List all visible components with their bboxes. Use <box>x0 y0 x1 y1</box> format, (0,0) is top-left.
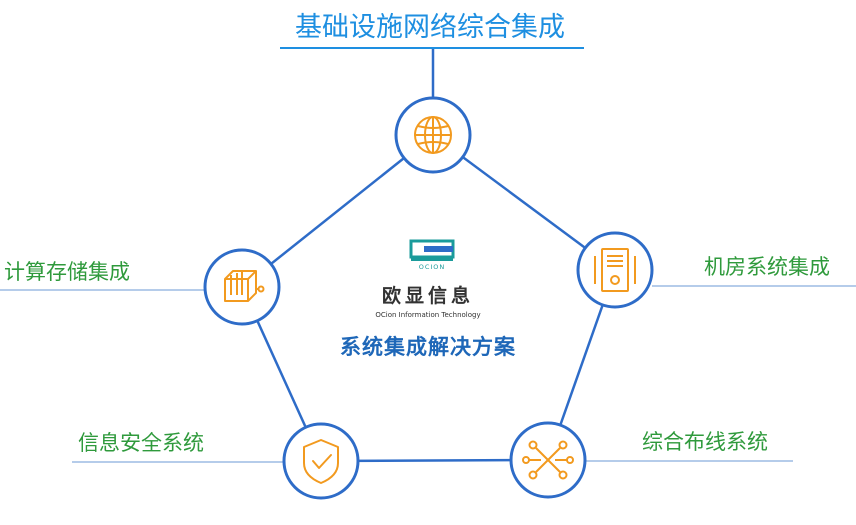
solution-title: 系统集成解决方案 <box>340 335 516 359</box>
brand-name-en: OCion Information Technology <box>375 311 481 319</box>
node-right <box>576 231 654 309</box>
datacenter-system-label: 机房系统集成 <box>704 255 830 279</box>
cabling-system-label: 综合布线系统 <box>642 430 768 454</box>
brand-name-cn: 欧显信息 <box>381 285 474 307</box>
storage-boxes-icon <box>224 270 265 302</box>
shield-check-icon <box>303 439 339 484</box>
globe-icon <box>414 116 452 154</box>
edge-top-left <box>241 134 434 288</box>
network-cabling-icon <box>522 440 574 480</box>
logo-text: OCION <box>418 263 446 271</box>
infrastructure-network-label: 基础设施网络综合集成 <box>295 12 565 43</box>
compute-storage-label: 计算存储集成 <box>4 260 130 284</box>
label-underlines <box>0 47 856 463</box>
server-cabinet-icon <box>594 248 636 292</box>
node-bottom-left <box>282 422 360 500</box>
info-security-label: 信息安全系统 <box>78 431 204 455</box>
ocion-logo-icon <box>409 239 455 261</box>
